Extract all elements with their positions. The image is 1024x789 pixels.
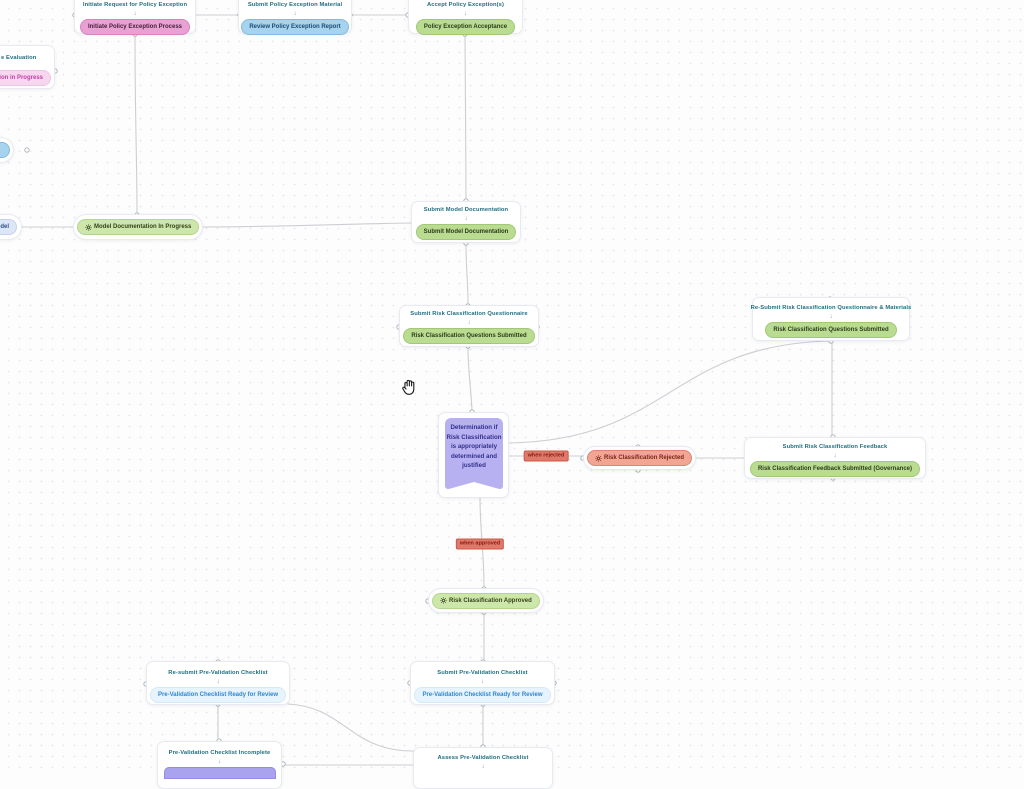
gear-icon (440, 597, 447, 604)
action-header: Submit Risk Classification Questionnaire (410, 311, 528, 317)
node-model-partial[interactable]: odel (0, 214, 22, 240)
state-pill-label: Model Documentation In Progress (94, 224, 192, 230)
node-submit-model-documentation[interactable]: Submit Model Documentation ↓ Submit Mode… (411, 201, 521, 243)
down-arrow-icon: ↓ (293, 11, 297, 17)
down-arrow-icon: ↓ (481, 764, 485, 770)
state-pill[interactable]: Risk Classification Rejected (587, 450, 693, 466)
node-review-policy-exception[interactable]: Submit Policy Exception Material ↓ Revie… (238, 0, 352, 35)
edge-resubmitpreval-to-assess (287, 703, 414, 752)
node-initiate-policy-exception[interactable]: Initiate Request for Policy Exception ↓ … (74, 0, 196, 35)
edge-initiate-to-modeldoc (134, 33, 138, 215)
state-pill[interactable]: Model Documentation In Progress (77, 219, 200, 235)
state-pill[interactable]: odel (0, 219, 17, 235)
gear-icon (595, 454, 602, 462)
node-risk-determination-decision[interactable]: Determination if Risk Classification is … (438, 412, 509, 498)
decision-shape[interactable]: Determination if Risk Classification is … (445, 418, 503, 489)
action-header: e Evaluation (1, 55, 37, 61)
node-partial-blue[interactable] (0, 137, 14, 163)
edge-label-when-approved[interactable]: when approved (455, 538, 505, 550)
down-arrow-icon: ↓ (133, 11, 137, 17)
down-arrow-icon: ↓ (218, 759, 221, 765)
state-pill[interactable]: Risk Classification Questions Submitted (403, 328, 535, 344)
edge-resubmitq-to-determination (508, 340, 831, 444)
edge-label-when-rejected[interactable]: when rejected (523, 450, 569, 462)
down-arrow-icon: ↓ (216, 679, 220, 685)
decision-shape-notch (445, 482, 503, 490)
connection-ports[interactable] (24, 12, 836, 767)
node-policy-exception-acceptance[interactable]: Accept Policy Exception(s) ↓ Policy Exce… (408, 0, 523, 35)
state-pill[interactable] (0, 142, 10, 158)
node-assess-prevalidation-checklist[interactable]: Assess Pre-Validation Checklist ↓ (413, 747, 553, 789)
open-hand-cursor (399, 378, 418, 402)
gear-icon (85, 223, 92, 231)
state-pill[interactable]: Policy Exception Acceptance (415, 19, 516, 35)
down-arrow-icon: ↓ (467, 320, 471, 326)
state-pill[interactable]: Review Policy Exception Report (241, 19, 349, 35)
node-submit-risk-classification-feedback[interactable]: Submit Risk Classification Feedback ↓ Ri… (744, 437, 926, 479)
action-header: Re-Submit Risk Classification Questionna… (750, 305, 912, 311)
action-header: Submit Risk Classification Feedback (782, 444, 888, 450)
state-pill-clipped[interactable] (163, 767, 276, 779)
edge-acceptance-to-submitmodel (464, 33, 467, 202)
node-resubmit-prevalidation-checklist[interactable]: Re-submit Pre-Validation Checklist ↓ Pre… (146, 661, 290, 705)
action-header: Assess Pre-Validation Checklist (437, 755, 529, 761)
state-pill[interactable]: Initiate Policy Exception Process (79, 19, 191, 35)
state-pill-label: Risk Classification Approved (449, 597, 532, 604)
edge-riskq-to-determination (467, 345, 473, 412)
state-pill[interactable]: Pre-Validation Checklist Ready for Revie… (149, 687, 287, 703)
action-header: Initiate Request for Policy Exception (82, 2, 188, 8)
node-resubmit-risk-classification-questionnaire[interactable]: Re-Submit Risk Classification Questionna… (750, 297, 912, 341)
state-pill[interactable]: Risk Classification Approved (432, 592, 540, 609)
action-header: Accept Policy Exception(s) (426, 2, 504, 8)
down-arrow-icon: ↓ (481, 679, 484, 685)
state-pill[interactable]: Submit Model Documentation (415, 224, 517, 240)
down-arrow-icon: ↓ (833, 453, 837, 459)
state-pill[interactable]: Pre-Validation Checklist Ready for Revie… (414, 687, 551, 703)
node-risk-classification-rejected[interactable]: Risk Classification Rejected (583, 446, 697, 470)
node-model-documentation-in-progress[interactable]: Model Documentation In Progress (73, 214, 204, 240)
action-header: Re-submit Pre-Validation Checklist (168, 670, 268, 676)
node-policy-evaluation-partial[interactable]: e Evaluation tion in Progress (0, 45, 55, 89)
edge-lines[interactable] (21, 14, 833, 766)
action-header: Submit Policy Exception Material (247, 2, 343, 8)
state-pill[interactable]: tion in Progress (0, 70, 51, 86)
down-arrow-icon: ↓ (464, 11, 467, 17)
edge-modeldoc-to-submitmodel (202, 222, 412, 228)
state-pill[interactable]: Risk Classification Feedback Submitted (… (749, 461, 921, 477)
state-pill-label: Risk Classification Rejected (604, 455, 685, 461)
down-arrow-icon: ↓ (829, 314, 833, 320)
node-submit-prevalidation-checklist[interactable]: Submit Pre-Validation Checklist ↓ Pre-Va… (410, 661, 555, 705)
state-pill[interactable]: Risk Classification Questions Submitted (765, 322, 897, 338)
edge-submitmodel-to-riskq (465, 242, 469, 306)
node-risk-classification-approved[interactable]: Risk Classification Approved (428, 588, 544, 613)
node-prevalidation-checklist-incomplete[interactable]: Pre-Validation Checklist Incomplete ↓ (157, 741, 282, 789)
action-header: Pre-Validation Checklist Incomplete (168, 750, 271, 756)
edges-layer (21, 12, 836, 767)
action-header: Submit Model Documentation (423, 207, 509, 213)
node-submit-risk-classification-questionnaire[interactable]: Submit Risk Classification Questionnaire… (399, 305, 539, 347)
down-arrow-icon: ↓ (464, 216, 468, 222)
action-header: Submit Pre-Validation Checklist (437, 670, 528, 676)
